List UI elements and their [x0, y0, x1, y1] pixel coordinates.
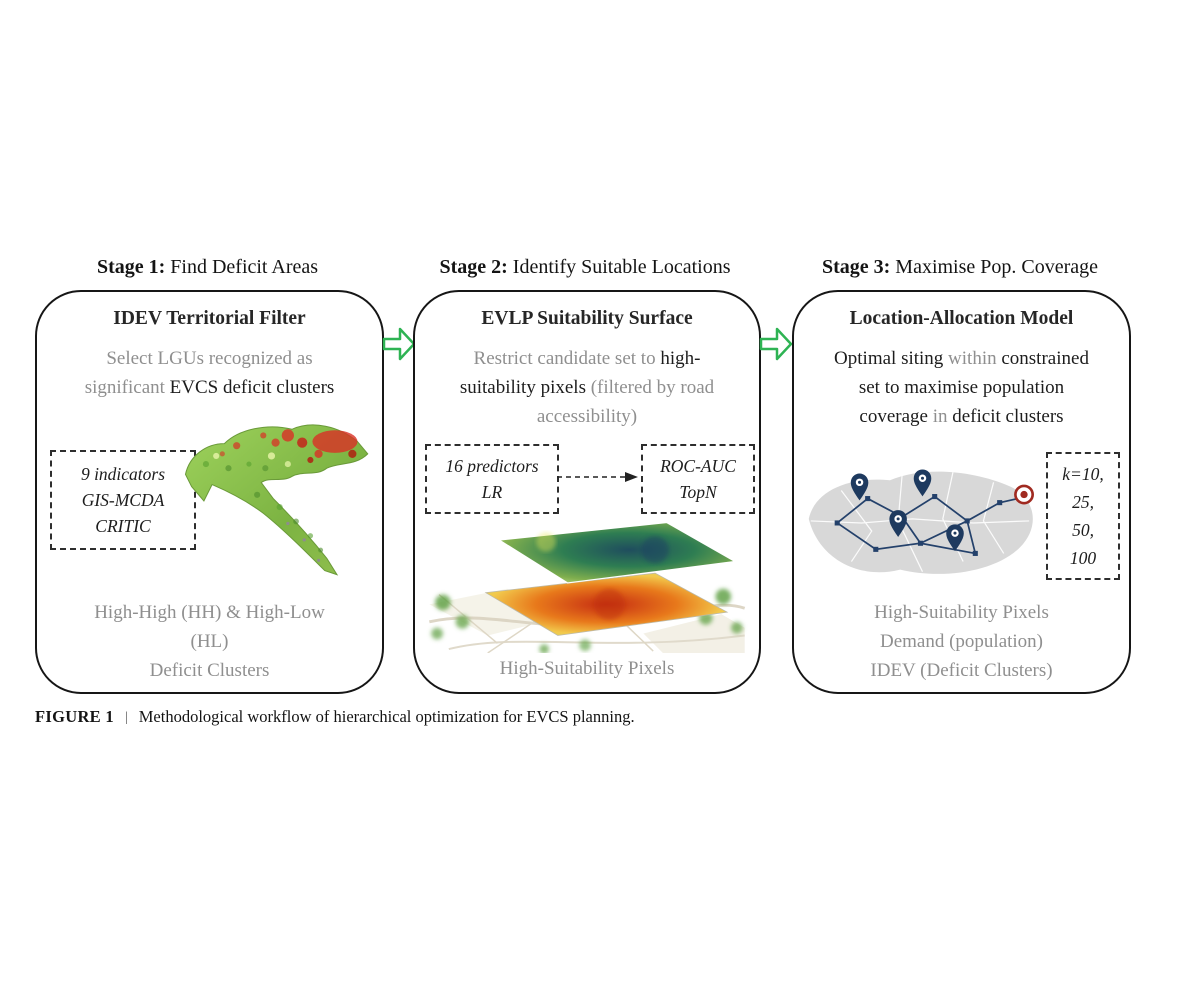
stage3-desc-line3a: coverage — [859, 406, 933, 427]
stage2-panel-title: EVLP Suitability Surface — [481, 308, 693, 329]
stage3-desc-line3c: deficit clusters — [952, 406, 1064, 427]
stage1-footer-line1: High-High (HH) & High-Low — [94, 602, 325, 623]
stage2-label-bold: Stage 2: — [439, 256, 508, 278]
stage2-desc-line1a: Restrict candidate set to — [473, 348, 661, 369]
stage1-label-bold: Stage 1: — [96, 256, 166, 278]
stage2-panel: EVLP Suitability Surface Restrict candid… — [413, 290, 761, 694]
suitability-layers-image — [428, 521, 746, 653]
stage1-panel-title: IDEV Territorial Filter — [113, 308, 306, 329]
stage3-panel: Location-Allocation Model Optimal siting… — [792, 290, 1131, 694]
stage3-k-values-box: k=10, 25, 50, 100 — [1046, 452, 1120, 580]
stage1-box-line3: CRITIC — [95, 516, 151, 536]
stage2-desc-line2a: suitability pixels — [459, 377, 591, 398]
stage1-footer-line2: (HL) — [190, 631, 229, 652]
flow-arrow-1-icon — [382, 327, 416, 361]
stage3-footer-line1: High-Suitability Pixels — [874, 602, 1049, 623]
stage2-box2-line1: ROC-AUC — [660, 456, 736, 476]
stage3-desc-line3b: in — [932, 406, 953, 427]
target-site-icon — [1014, 484, 1034, 505]
stage1-footer: High-High (HH) & High-Low (HL) Deficit C… — [37, 598, 382, 685]
stage3-desc-line2: set to maximise population — [858, 377, 1065, 398]
stage1-description: Select LGUs recognized as significant EV… — [37, 344, 382, 402]
stage1-box-line2: GIS-MCDA — [81, 490, 165, 510]
figure-caption: FIGURE 1 | Methodological workflow of hi… — [35, 707, 635, 727]
stage3-desc-line1c: constrained — [1001, 348, 1089, 369]
stage3-description: Optimal siting within constrained set to… — [794, 344, 1129, 431]
stage3-footer-line2: Demand (population) — [879, 631, 1044, 652]
stage1-desc-line1: Select LGUs recognized as — [106, 348, 313, 369]
charging-pin-icons — [850, 469, 964, 552]
stage1-desc-line2b: EVCS deficit clusters — [169, 377, 335, 398]
stage1-method-box: 9 indicators GIS-MCDA CRITIC — [50, 450, 196, 550]
figure-caption-separator: | — [124, 710, 128, 725]
stage2-footer-line1: High-Suitability Pixels — [499, 658, 675, 679]
stage1-label: Stage 1: Find Deficit Areas — [35, 256, 380, 279]
figure-caption-text: Methodological workflow of hierarchical … — [138, 707, 635, 726]
stage3-box-line2: 25, — [1072, 492, 1094, 512]
stage3-box-line4: 100 — [1069, 548, 1097, 568]
stage2-label: Stage 2: Identify Suitable Locations — [405, 256, 765, 279]
stage3-box-line1: k=10, — [1062, 464, 1104, 484]
stage2-label-text: Identify Suitable Locations — [507, 256, 731, 278]
dashed-arrow-icon — [557, 472, 638, 482]
stage3-desc-line1a: Optimal siting — [834, 348, 949, 369]
stage1-label-text: Find Deficit Areas — [165, 256, 319, 278]
figure-caption-tag: FIGURE 1 — [35, 707, 114, 726]
stage2-predictors-box: 16 predictors LR — [425, 444, 559, 514]
stage2-desc-line1b: high- — [660, 348, 701, 369]
flow-arrow-2-icon — [759, 327, 793, 361]
stage2-desc-line3: accessibility) — [536, 406, 638, 427]
stage2-footer: High-Suitability Pixels — [415, 654, 759, 683]
stage2-box1-line2: LR — [481, 482, 503, 502]
stage2-desc-line2b: (filtered by road — [590, 377, 715, 398]
stage1-panel: IDEV Territorial Filter Select LGUs reco… — [35, 290, 384, 694]
stage3-desc-line1b: within — [948, 348, 1002, 369]
location-allocation-map-image — [808, 469, 1034, 574]
stage2-box2-line2: TopN — [679, 482, 717, 502]
stage2-validation-box: ROC-AUC TopN — [641, 444, 755, 514]
stage3-footer: High-Suitability Pixels Demand (populati… — [794, 598, 1129, 685]
stage3-footer-line3: IDEV (Deficit Clusters) — [870, 660, 1053, 681]
stage3-panel-title: Location-Allocation Model — [849, 308, 1074, 329]
stage3-label-bold: Stage 3: — [821, 256, 891, 278]
stage2-description: Restrict candidate set to high- suitabil… — [415, 344, 759, 431]
stage3-label-text: Maximise Pop. Coverage — [890, 256, 1099, 278]
croatia-deficit-map-image — [184, 424, 369, 576]
stage3-box-line3: 50, — [1072, 520, 1094, 540]
stage1-footer-line3: Deficit Clusters — [149, 660, 270, 681]
stage1-box-line1: 9 indicators — [80, 464, 166, 484]
stage1-desc-line2a: significant — [84, 377, 170, 398]
stage2-box1-line1: 16 predictors — [445, 456, 539, 476]
stage3-label: Stage 3: Maximise Pop. Coverage — [790, 256, 1130, 279]
